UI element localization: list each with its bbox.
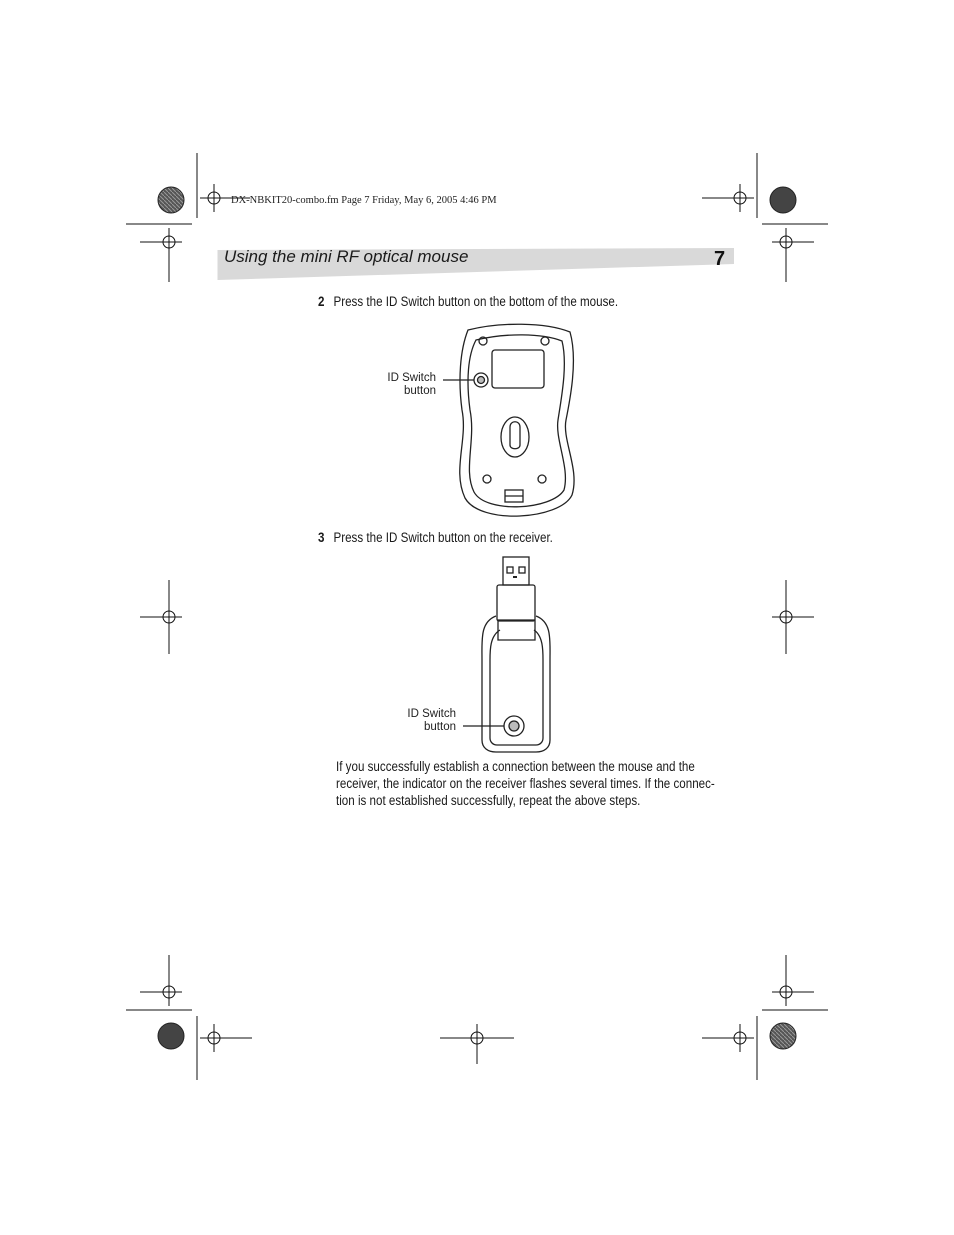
receiver-id-switch-callout: ID Switch button xyxy=(386,708,456,734)
receiver-illustration xyxy=(463,556,551,753)
paragraph-line: receiver, the indicator on the receiver … xyxy=(336,776,715,791)
step-text: Press the ID Switch button on the receiv… xyxy=(333,530,553,545)
step-number: 2 xyxy=(318,294,325,309)
paragraph-line: If you successfully establish a connecti… xyxy=(336,759,695,774)
page-title: Using the mini RF optical mouse xyxy=(224,247,469,266)
callout-line: ID Switch xyxy=(387,372,436,384)
step-3: 3 Press the ID Switch button on the recei… xyxy=(318,530,553,545)
step-text: Press the ID Switch button on the bottom… xyxy=(333,294,619,309)
print-slug: DX-NBKIT20-combo.fm Page 7 Friday, May 6… xyxy=(231,195,497,206)
callout-line: button xyxy=(424,721,456,733)
step-2: 2 Press the ID Switch button on the botto… xyxy=(318,294,618,309)
step-number: 3 xyxy=(318,530,325,545)
paragraph-line: tion is not established successfully, re… xyxy=(336,793,641,808)
mouse-id-switch-callout: ID Switch button xyxy=(366,372,436,398)
page-number: 7 xyxy=(714,248,726,270)
callout-line: ID Switch xyxy=(407,708,456,720)
result-paragraph: If you successfully establish a connecti… xyxy=(336,758,723,809)
mouse-illustration xyxy=(443,323,575,517)
header-band xyxy=(218,248,734,280)
callout-line: button xyxy=(404,385,436,397)
color-star-targets xyxy=(157,186,797,1050)
registration-marks xyxy=(126,153,828,1080)
